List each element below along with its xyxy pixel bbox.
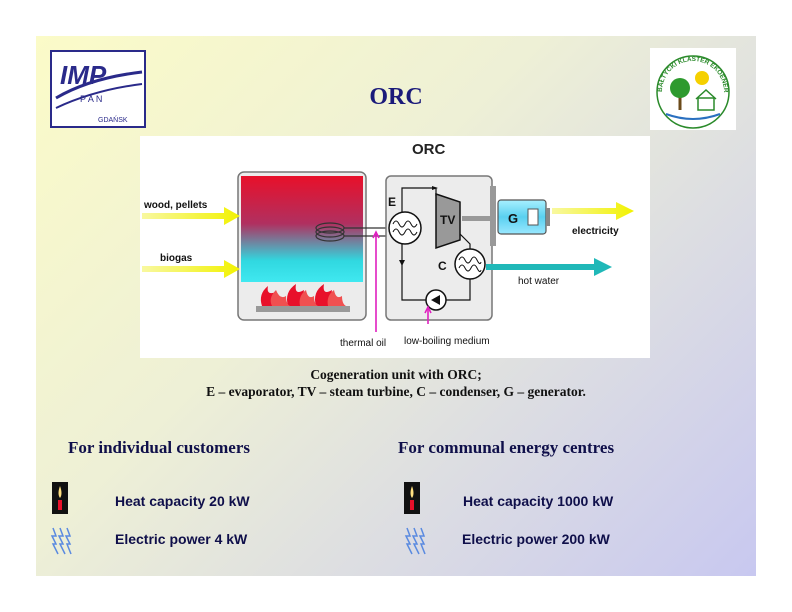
steam-turbine: [435, 192, 461, 250]
wood-arrow: [142, 207, 240, 225]
caption-line-1: Cogeneration unit with ORC;: [310, 367, 482, 382]
candle-flame-icon: [52, 482, 68, 514]
slide-title: ORC: [369, 84, 423, 110]
baltic-cluster-logo: BAŁTYCKI KLASTER EKOENERGETYCZNY: [650, 48, 736, 130]
left-heading: For individual customers: [68, 438, 250, 457]
right-electric-power: Electric power 200 kW: [462, 531, 610, 547]
electricity-label: electricity: [572, 226, 619, 237]
generator: [497, 199, 547, 235]
lightning-icon: [404, 527, 426, 555]
left-heat-capacity: Heat capacity 20 kW: [115, 493, 250, 509]
diagram-title: ORC: [412, 141, 446, 158]
condenser: [454, 248, 486, 280]
thermal-oil-label: thermal oil: [340, 338, 386, 349]
caption-line-2: E – evaporator, TV – steam turbine, C – …: [206, 384, 586, 399]
burner-grate: [256, 306, 350, 312]
lightning-icon: [50, 527, 72, 555]
biogas-arrow: [142, 260, 240, 278]
orc-module: [385, 175, 493, 321]
shaft-flange: [490, 186, 496, 246]
turbine-shaft: [462, 216, 490, 221]
label-g: G: [508, 211, 518, 226]
slide: IMP P A N GDAŃSK BAŁTYCKI KLASTER EKOENE…: [36, 36, 756, 576]
biogas-label: biogas: [160, 253, 193, 264]
burner-flames: [260, 284, 346, 306]
right-heat-capacity: Heat capacity 1000 kW: [463, 493, 614, 509]
left-electric-power: Electric power 4 kW: [115, 531, 248, 547]
evaporator: [388, 211, 422, 245]
candle-flame-icon: [404, 482, 420, 514]
logo-left-sub: P A N: [80, 94, 102, 104]
orc-diagram: ORC wood, pellets biogas: [140, 136, 650, 358]
electricity-arrow: [552, 202, 634, 220]
boiler-chamber: [241, 176, 363, 282]
label-tv: TV: [440, 213, 455, 227]
wood-label: wood, pellets: [143, 200, 208, 211]
hot-water-arrow: [486, 258, 612, 276]
logo-left-city: GDAŃSK: [98, 115, 128, 124]
low-boiling-label: low-boiling medium: [404, 336, 490, 347]
logo-left-main: IMP: [60, 60, 107, 90]
hot-water-label: hot water: [518, 276, 560, 287]
label-c: C: [438, 259, 447, 273]
heating-coil: [315, 222, 390, 242]
label-e: E: [388, 195, 396, 209]
right-heading: For communal energy centres: [398, 438, 615, 457]
imp-pan-logo: IMP P A N GDAŃSK: [50, 50, 146, 128]
